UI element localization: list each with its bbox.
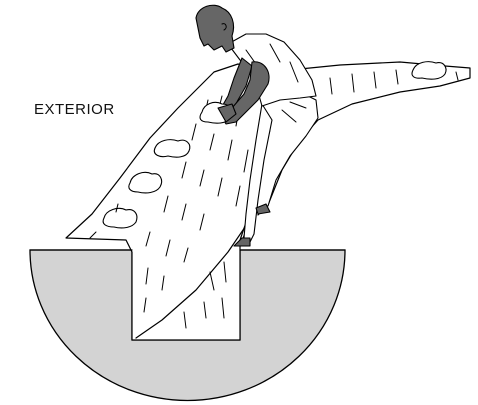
- stone: [154, 140, 189, 157]
- stone: [103, 208, 137, 228]
- worker-head: [196, 5, 234, 52]
- stone: [412, 62, 446, 80]
